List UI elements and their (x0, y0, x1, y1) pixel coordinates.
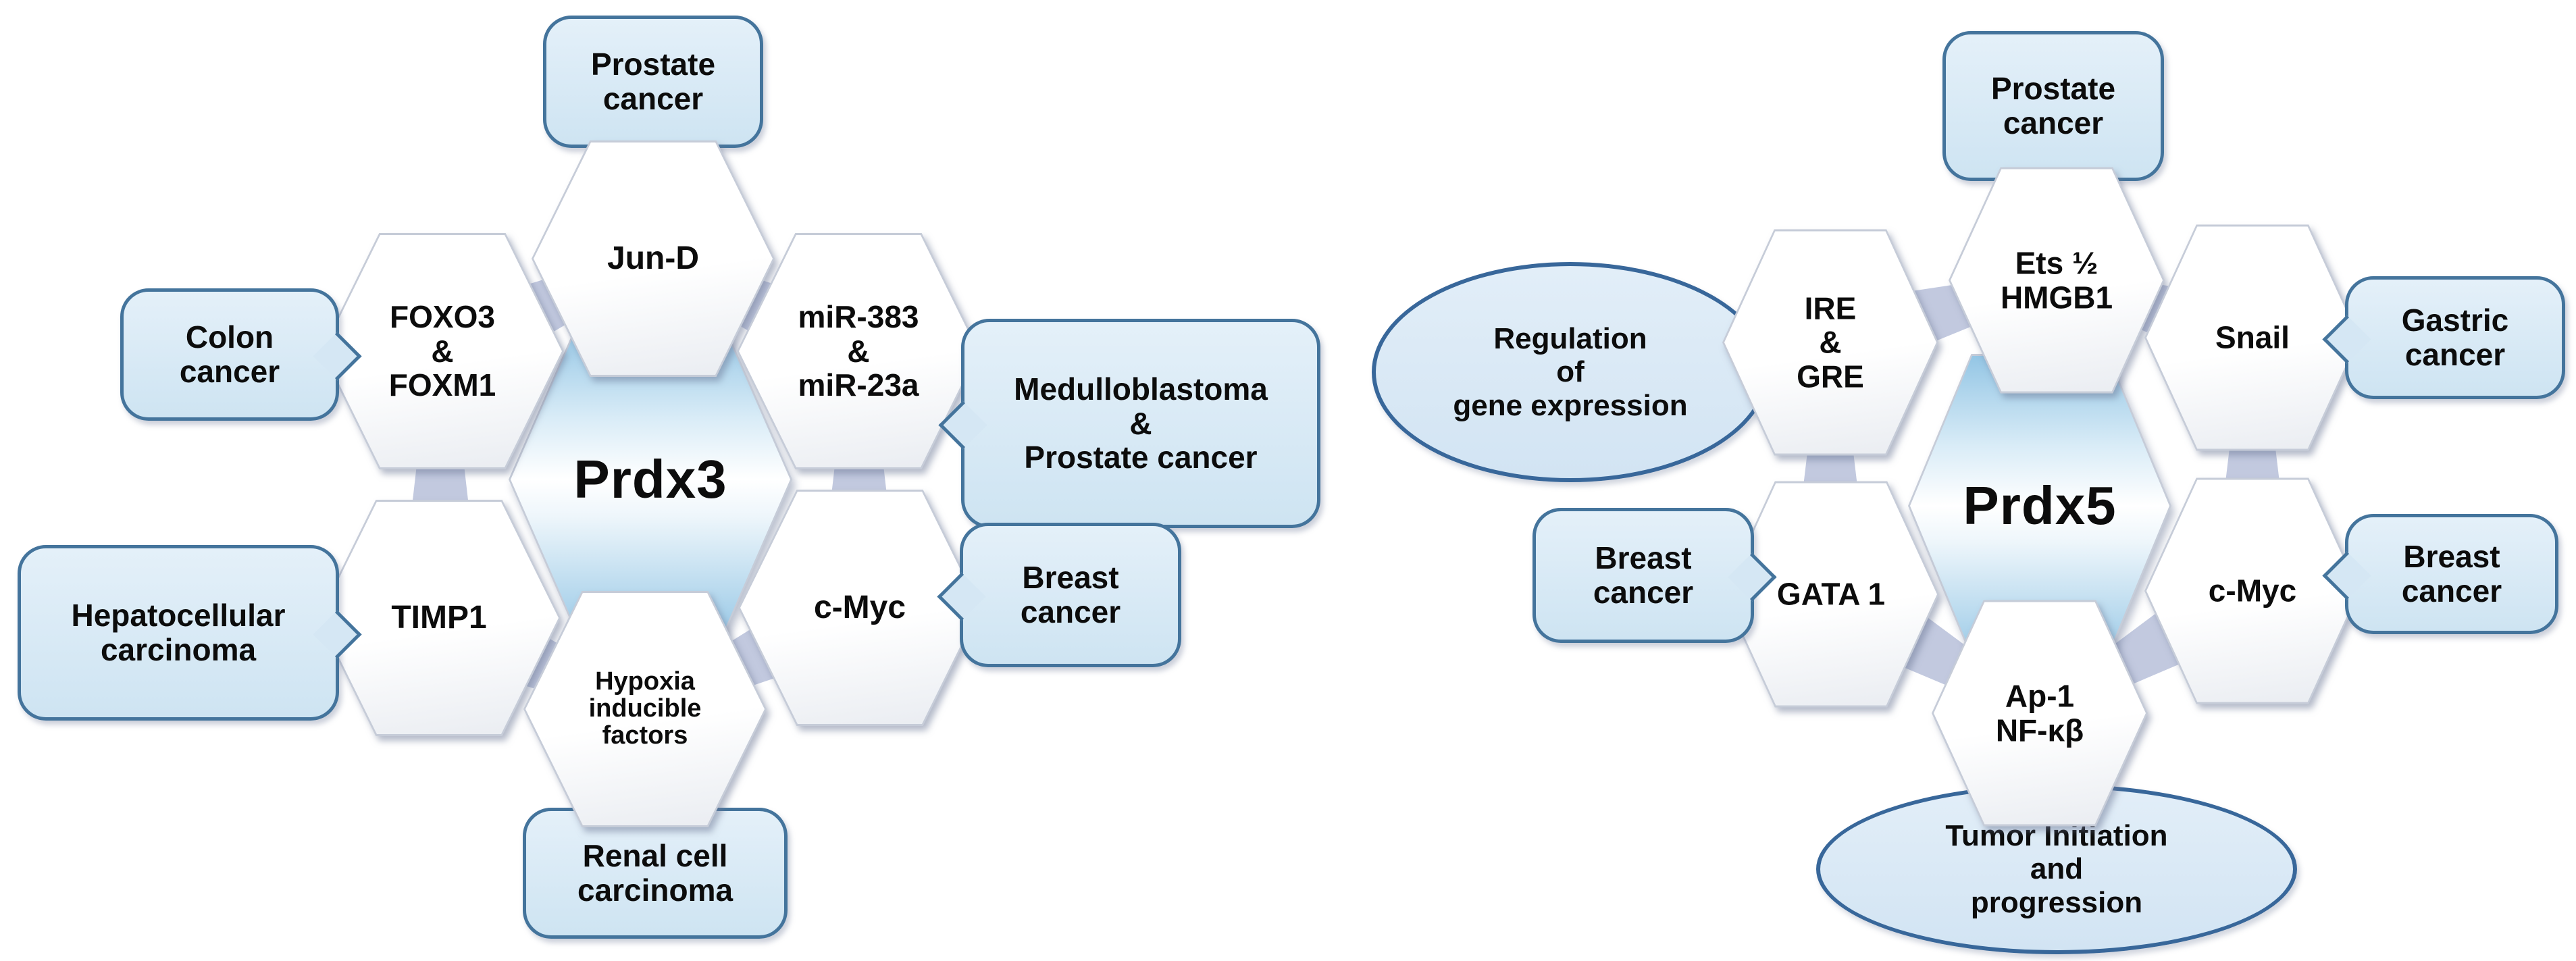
hexagon-mir383-mir23a: miR-383 & miR-23a (737, 233, 980, 469)
hexagon-label: IRE & GRE (1797, 290, 1864, 394)
ellipse-label: Regulation of gene expression (1453, 322, 1688, 422)
callout-breast-cancer-right-diagram-right: Breast cancer (2322, 514, 2558, 634)
hexagon-label: Jun-D (607, 240, 699, 276)
center-label: Prdx3 (573, 449, 727, 509)
hexagon-c-myc-right-diagram: c-Myc (2144, 477, 2361, 704)
hexagon-timp1: TIMP1 (317, 500, 561, 736)
hexagon-foxo3-foxm1: FOXO3 & FOXM1 (321, 233, 564, 469)
hexagon-ets-hmgb1: Ets ½ HMGB1 (1949, 167, 2165, 394)
hexagon-label: GATA 1 (1776, 576, 1886, 612)
callout-label: Colon cancer (179, 319, 280, 389)
callout-medulloblastoma-prostate-cancer: Medulloblastoma & Prostate cancer (938, 319, 1320, 528)
callout-colon-cancer: Colon cancer (120, 288, 362, 421)
hexagon-c-myc-left-diagram: c-Myc (738, 490, 981, 726)
callout-label: Breast cancer (2401, 539, 2502, 608)
callout-label: Gastric cancer (2401, 303, 2509, 372)
callout-label: Breast cancer (1593, 540, 1694, 610)
center-label: Prdx5 (1963, 475, 2117, 536)
callout-label: Renal cell carcinoma (577, 838, 733, 908)
callout-label: Hepatocellular carcinoma (71, 598, 286, 667)
hexagon-label: Ap-1 NF-κβ (1995, 678, 2084, 748)
callout-label: Breast cancer (1020, 560, 1121, 629)
ellipse-label: Tumor Initiation and progression (1945, 819, 2168, 919)
callout-label: Prostate cancer (1990, 71, 2116, 140)
hexagon-ap1-nfkb: Ap-1 NF-κβ (1932, 600, 2148, 827)
ellipse-regulation-of-gene-expression: Regulation of gene expression (1372, 262, 1769, 482)
callout-hepatocellular-carcinoma: Hepatocellular carcinoma (18, 545, 362, 721)
callout-breast-cancer-left-diagram: Breast cancer (937, 523, 1181, 667)
hexagon-label: c-Myc (813, 589, 906, 625)
callout-prostate-cancer-left-diagram: Prostate cancer (543, 16, 763, 148)
hexagon-snail: Snail (2144, 224, 2361, 451)
hexagon-label: Hypoxia inducible factors (588, 667, 702, 750)
callout-breast-cancer-right-diagram-left: Breast cancer (1532, 508, 1777, 643)
callout-prostate-cancer-right-diagram: Prostate cancer (1942, 31, 2164, 181)
hexagon-jun-d: Jun-D (532, 140, 775, 377)
hexagon-label: FOXO3 & FOXM1 (388, 299, 496, 403)
hexagon-label: miR-383 & miR-23a (798, 299, 919, 403)
hexagon-ire-gre: IRE & GRE (1722, 229, 1938, 456)
hexagon-label: Ets ½ HMGB1 (2000, 245, 2113, 315)
hexagon-label: Snail (2215, 319, 2290, 355)
hexagon-label: c-Myc (2208, 573, 2297, 608)
callout-label: Prostate cancer (590, 47, 716, 116)
callout-label: Medulloblastoma & Prostate cancer (1014, 371, 1268, 475)
callout-gastric-cancer: Gastric cancer (2322, 276, 2565, 399)
hexagon-label: TIMP1 (391, 599, 487, 635)
hexagon-hypoxia-inducible-factors: Hypoxia inducible factors (523, 591, 767, 827)
callout-renal-cell-carcinoma: Renal cell carcinoma (523, 808, 788, 939)
